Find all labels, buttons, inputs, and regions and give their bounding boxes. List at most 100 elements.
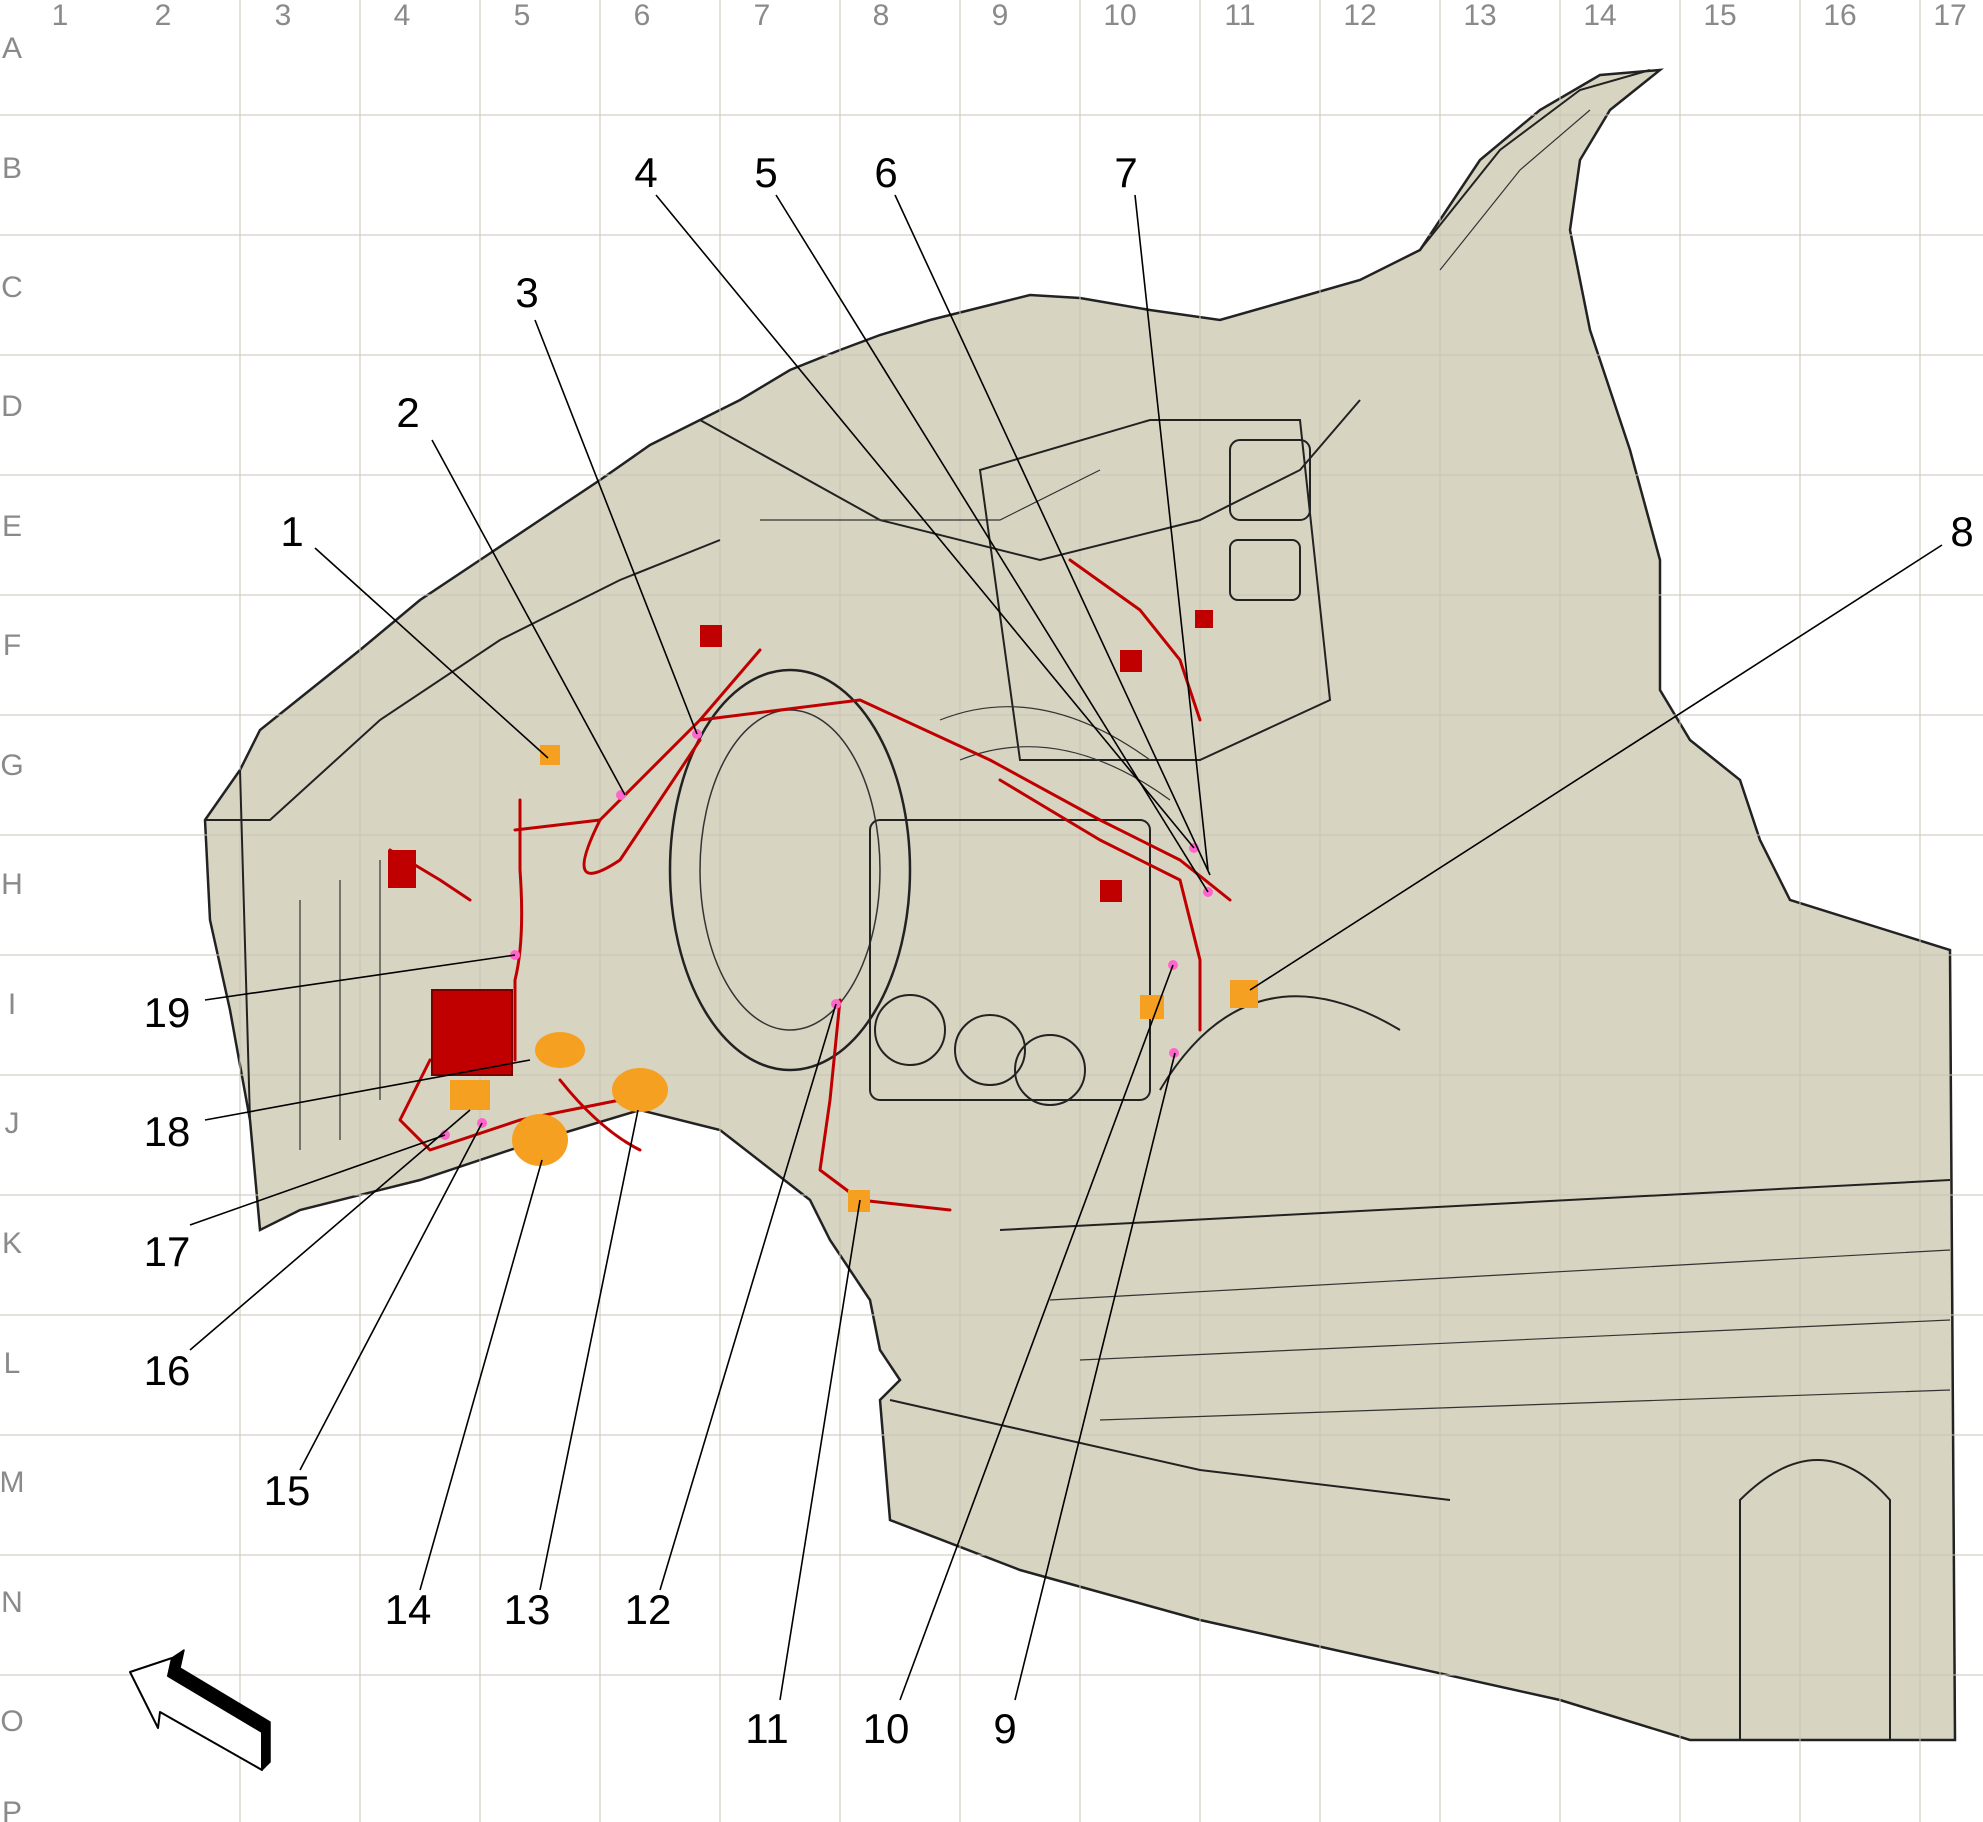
callout-label-19: 19 bbox=[144, 989, 191, 1036]
grid-row-label: C bbox=[1, 271, 23, 304]
callout-label-11: 11 bbox=[745, 1705, 789, 1752]
callout-label-9: 9 bbox=[993, 1705, 1016, 1752]
grid-col-label: 12 bbox=[1343, 0, 1376, 32]
orange-connector bbox=[540, 745, 560, 765]
leader-line-18 bbox=[204, 1059, 531, 1121]
leader-line-16 bbox=[189, 1109, 471, 1351]
grid-row-label: I bbox=[8, 988, 16, 1021]
a-pillar-inner bbox=[1439, 109, 1591, 271]
grid-col-label: 2 bbox=[155, 0, 172, 32]
dash-opening-lower bbox=[1229, 539, 1301, 601]
leader-line-15 bbox=[299, 1122, 483, 1471]
callout-label-16: 16 bbox=[144, 1347, 191, 1394]
grid-row-label: N bbox=[1, 1586, 23, 1619]
grid-col-label: 10 bbox=[1103, 0, 1136, 32]
engine-block bbox=[869, 819, 1151, 1101]
grid-col-label: 3 bbox=[275, 0, 292, 32]
leader-line-17 bbox=[189, 1134, 446, 1226]
grid-col-label: 17 bbox=[1933, 0, 1966, 32]
orange-connector bbox=[450, 1080, 490, 1110]
grid-row-label: G bbox=[0, 749, 23, 782]
fender-rail bbox=[760, 469, 1101, 521]
callout-label-17: 17 bbox=[144, 1228, 191, 1275]
leader-line-7 bbox=[1134, 194, 1209, 871]
orange-connector bbox=[535, 1032, 585, 1068]
callout-numbers: 1 2 3 4 5 6 7 8 9 10 11 12 13 14 15 16 1… bbox=[144, 149, 1974, 1752]
front-fascia-edge bbox=[239, 769, 251, 1121]
orange-connectors bbox=[450, 745, 1258, 1212]
grid-row-label: L bbox=[4, 1347, 21, 1380]
grid-row-label: K bbox=[2, 1227, 22, 1260]
red-connector bbox=[1100, 880, 1122, 902]
splice-point bbox=[1169, 1048, 1179, 1058]
red-connector bbox=[388, 850, 416, 888]
leader-line-12 bbox=[659, 1003, 837, 1591]
callout-label-14: 14 bbox=[385, 1586, 432, 1633]
harness-loop bbox=[582, 738, 702, 875]
engine-pulley bbox=[1014, 1034, 1086, 1106]
harness-dash-branch bbox=[1068, 558, 1202, 722]
harness-trunk-front bbox=[513, 798, 524, 1062]
harness-engine-branch bbox=[998, 778, 1202, 1032]
leader-line-13 bbox=[539, 1109, 639, 1591]
floor-ribs bbox=[1049, 1249, 1951, 1421]
grid-col-label: 15 bbox=[1703, 0, 1736, 32]
grid-row-label: A bbox=[2, 32, 22, 65]
grid-row-label: D bbox=[1, 390, 23, 423]
leader-line-4 bbox=[655, 194, 1195, 849]
harness-branch-upper bbox=[513, 648, 762, 832]
orange-connector bbox=[1230, 980, 1258, 1008]
callout-label-3: 3 bbox=[515, 269, 538, 316]
callout-label-10: 10 bbox=[863, 1705, 910, 1752]
grid-row-label: P bbox=[2, 1796, 22, 1822]
harness-lower-branch bbox=[818, 998, 952, 1212]
leader-line-10 bbox=[899, 964, 1174, 1701]
grid-row-label: E bbox=[2, 510, 22, 543]
callout-label-1: 1 bbox=[280, 508, 303, 555]
fuse-block bbox=[431, 989, 513, 1076]
callout-leader-lines bbox=[189, 194, 1943, 1701]
leader-line-1 bbox=[314, 547, 549, 759]
orange-connector bbox=[612, 1068, 668, 1112]
grid-row-label: M bbox=[0, 1466, 25, 1499]
dash-panel bbox=[978, 419, 1332, 761]
callout-label-2: 2 bbox=[396, 389, 419, 436]
engine-pulley bbox=[954, 1014, 1026, 1086]
grid-col-label: 8 bbox=[873, 0, 890, 32]
callout-label-6: 6 bbox=[874, 149, 897, 196]
red-connector bbox=[700, 625, 722, 647]
engine-pulley bbox=[874, 994, 946, 1066]
engine-wiring-harness bbox=[388, 558, 1232, 1212]
grid-col-label: 14 bbox=[1583, 0, 1616, 32]
harness-main-run bbox=[698, 698, 1232, 902]
grid-col-label: 7 bbox=[754, 0, 771, 32]
leader-line-2 bbox=[431, 439, 626, 796]
grid-col-label: 16 bbox=[1823, 0, 1856, 32]
grid-col-label: 5 bbox=[514, 0, 531, 32]
intake-manifold bbox=[939, 706, 1171, 801]
grid-column-labels: 1 2 3 4 5 6 7 8 9 10 11 12 13 14 15 16 1… bbox=[52, 0, 1967, 32]
callout-label-18: 18 bbox=[144, 1108, 191, 1155]
leader-line-8 bbox=[1249, 544, 1943, 991]
callout-label-12: 12 bbox=[625, 1586, 672, 1633]
leader-line-19 bbox=[204, 954, 516, 1001]
callout-label-13: 13 bbox=[504, 1586, 551, 1633]
a-pillar bbox=[1419, 69, 1651, 251]
radiator-support-edge bbox=[205, 539, 721, 821]
grid-col-label: 1 bbox=[52, 0, 69, 32]
callout-label-5: 5 bbox=[754, 149, 777, 196]
front-direction-arrow-icon bbox=[129, 1649, 271, 1771]
leader-line-11 bbox=[779, 1199, 861, 1701]
red-connector bbox=[1195, 610, 1213, 628]
grid-col-label: 11 bbox=[1224, 0, 1255, 32]
dash-opening bbox=[1229, 439, 1311, 521]
grid-row-label: J bbox=[5, 1107, 20, 1140]
front-wheel-well bbox=[668, 668, 912, 1072]
orange-connector bbox=[512, 1114, 568, 1166]
callout-label-4: 4 bbox=[634, 149, 657, 196]
tunnel-edge bbox=[1159, 995, 1401, 1091]
